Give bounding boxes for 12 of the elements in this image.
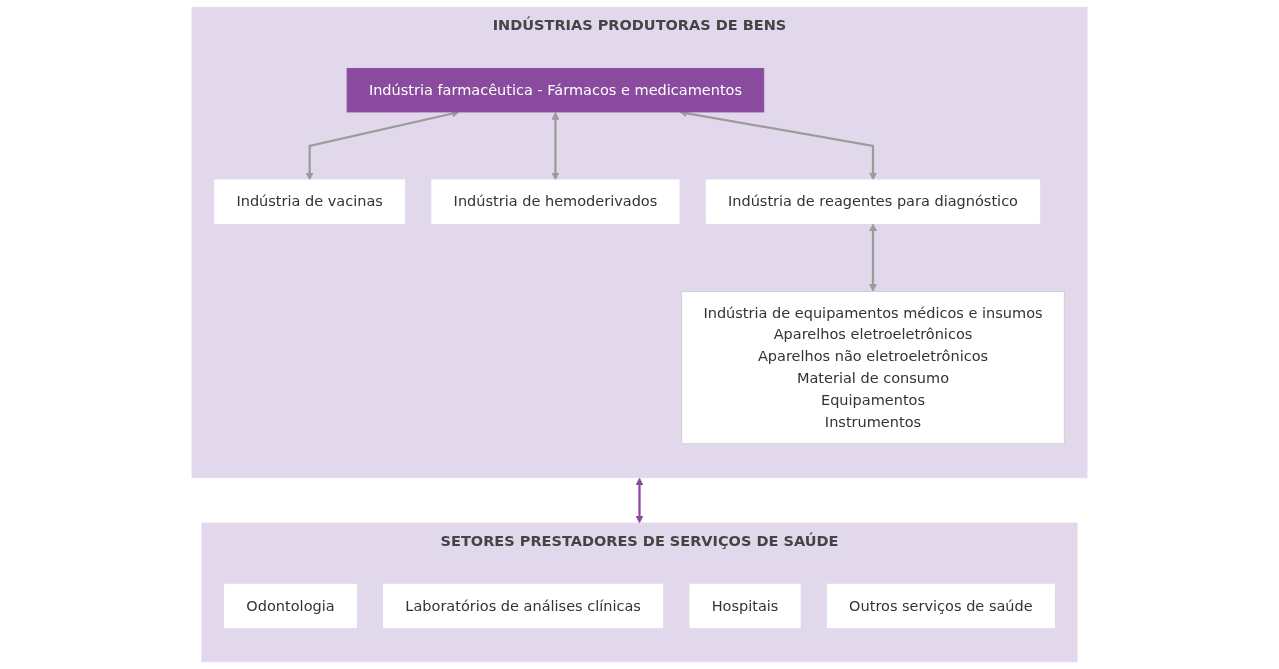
node-box: Indústria de equipamentos médicos e insumos Aparelhos eletroeletrônicos Aparelhos não eletroeletrônicos Material de consumo Equipamentos Instrumentos [681, 291, 1065, 445]
node-box: Hospitais [689, 583, 801, 629]
arrow [869, 223, 877, 292]
node-box: Laboratórios de análises clínicas [383, 583, 664, 629]
node-box: Indústria farmacêutica - Fármacos e medicamentos [346, 68, 765, 113]
arrow [551, 111, 560, 181]
node-box: Indústria de hemoderivados [431, 179, 680, 224]
node-box: Odontologia [224, 583, 357, 629]
arrow [635, 477, 644, 524]
node-box: Outros serviços de saúde [826, 583, 1055, 629]
node-box: Indústria de reagentes para diagnóstico [705, 179, 1041, 224]
node-box: Indústria de vacinas [214, 179, 406, 224]
